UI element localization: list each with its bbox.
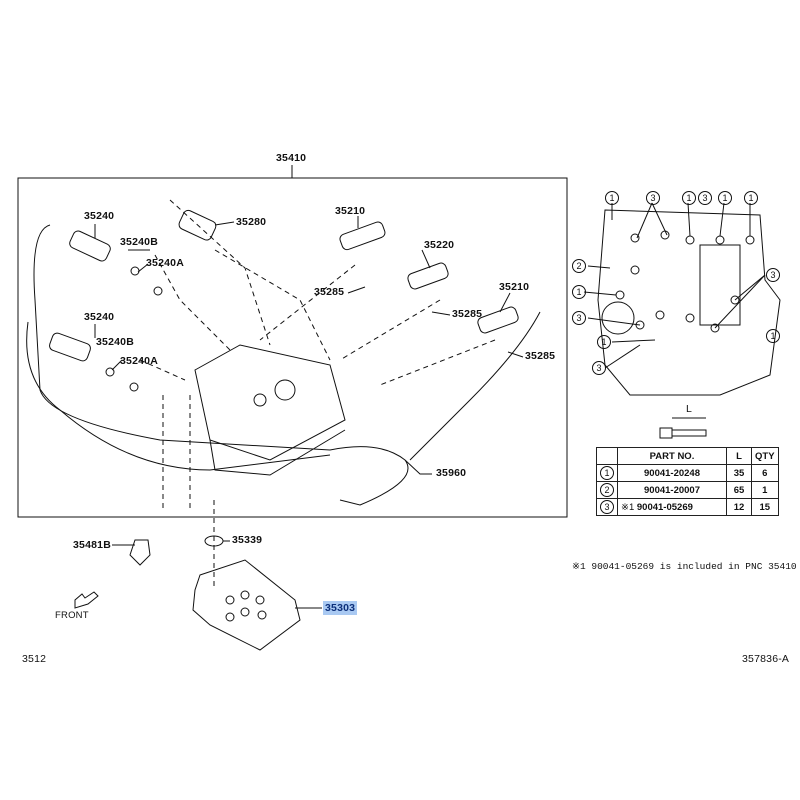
solenoid-shapes bbox=[49, 209, 519, 392]
bolt-icon bbox=[659, 427, 707, 439]
valve-body-top-view bbox=[597, 209, 781, 396]
table-row: 2 90041-20007 65 1 bbox=[596, 481, 779, 499]
label-35240: 35240 bbox=[84, 210, 115, 222]
length: 65 bbox=[726, 481, 752, 499]
label-35240a: 35240A bbox=[146, 257, 184, 269]
oil-strainer bbox=[192, 559, 301, 651]
front-arrow bbox=[74, 591, 99, 609]
callout-1: 1 bbox=[766, 329, 780, 343]
table-row: 3 ※1 90041-05269 12 15 bbox=[596, 498, 779, 516]
callout-1: 1 bbox=[597, 335, 611, 349]
label-35285: 35285 bbox=[314, 286, 345, 298]
illustration-id: 357836-A bbox=[742, 653, 790, 665]
ref-circle: 3 bbox=[600, 500, 614, 514]
header-part-no: PART NO. bbox=[617, 447, 727, 465]
callout-3: 3 bbox=[698, 191, 712, 205]
label-35280: 35280 bbox=[236, 216, 267, 228]
table-row: 1 90041-20248 35 6 bbox=[596, 464, 779, 482]
bolt-table: PART NO. L QTY 1 90041-20248 35 6 2 9004… bbox=[596, 447, 779, 516]
diagram-code: 3512 bbox=[22, 653, 47, 665]
callout-1: 1 bbox=[718, 191, 732, 205]
callout-1: 1 bbox=[572, 285, 586, 299]
part-no: 90041-20007 bbox=[617, 481, 727, 499]
label-35210: 35210 bbox=[335, 205, 366, 217]
label-35285: 35285 bbox=[525, 350, 556, 362]
header-l: L bbox=[726, 447, 752, 465]
callout-leaders bbox=[583, 202, 766, 369]
dashed-leaders bbox=[139, 199, 496, 590]
callout-3: 3 bbox=[766, 268, 780, 282]
wire-harness bbox=[33, 224, 409, 506]
qty: 6 bbox=[751, 464, 779, 482]
label-35240b: 35240B bbox=[96, 336, 134, 348]
length: 12 bbox=[726, 498, 752, 516]
table-header: PART NO. L QTY bbox=[596, 447, 779, 465]
front-label: FRONT bbox=[55, 610, 89, 621]
label-35240b: 35240B bbox=[120, 236, 158, 248]
label-35220: 35220 bbox=[424, 239, 455, 251]
label-35240: 35240 bbox=[84, 311, 115, 323]
label-35339: 35339 bbox=[232, 534, 263, 546]
label-35410: 35410 bbox=[276, 152, 307, 164]
callout-2: 2 bbox=[572, 259, 586, 273]
footnote: ※1 90041-05269 is included in PNC 35410 bbox=[572, 561, 797, 572]
ref-circle: 2 bbox=[600, 483, 614, 497]
note-mark: ※1 bbox=[621, 501, 635, 513]
part-no: 90041-20248 bbox=[617, 464, 727, 482]
callout-1: 1 bbox=[605, 191, 619, 205]
bolt-length-label: L bbox=[686, 403, 693, 415]
length: 35 bbox=[726, 464, 752, 482]
ref-circle: 1 bbox=[600, 466, 614, 480]
leader-lines bbox=[94, 216, 524, 609]
label-35960: 35960 bbox=[436, 467, 467, 479]
callout-3: 3 bbox=[646, 191, 660, 205]
callout-1: 1 bbox=[682, 191, 696, 205]
label-35240a: 35240A bbox=[120, 355, 158, 367]
label-35210: 35210 bbox=[499, 281, 530, 293]
label-35481b: 35481B bbox=[73, 539, 111, 551]
part-no: 90041-05269 bbox=[636, 501, 693, 513]
header-ref bbox=[596, 447, 618, 465]
assembly-box bbox=[17, 177, 568, 518]
bolt-holes bbox=[615, 230, 755, 333]
label-35303-highlighted[interactable]: 35303 bbox=[323, 601, 358, 615]
callout-1: 1 bbox=[744, 191, 758, 205]
valve-body bbox=[194, 344, 346, 461]
label-35285: 35285 bbox=[452, 308, 483, 320]
callout-3: 3 bbox=[592, 361, 606, 375]
qty: 15 bbox=[751, 498, 779, 516]
header-qty: QTY bbox=[751, 447, 779, 465]
clip-35481b bbox=[129, 539, 151, 566]
qty: 1 bbox=[751, 481, 779, 499]
callout-3: 3 bbox=[572, 311, 586, 325]
